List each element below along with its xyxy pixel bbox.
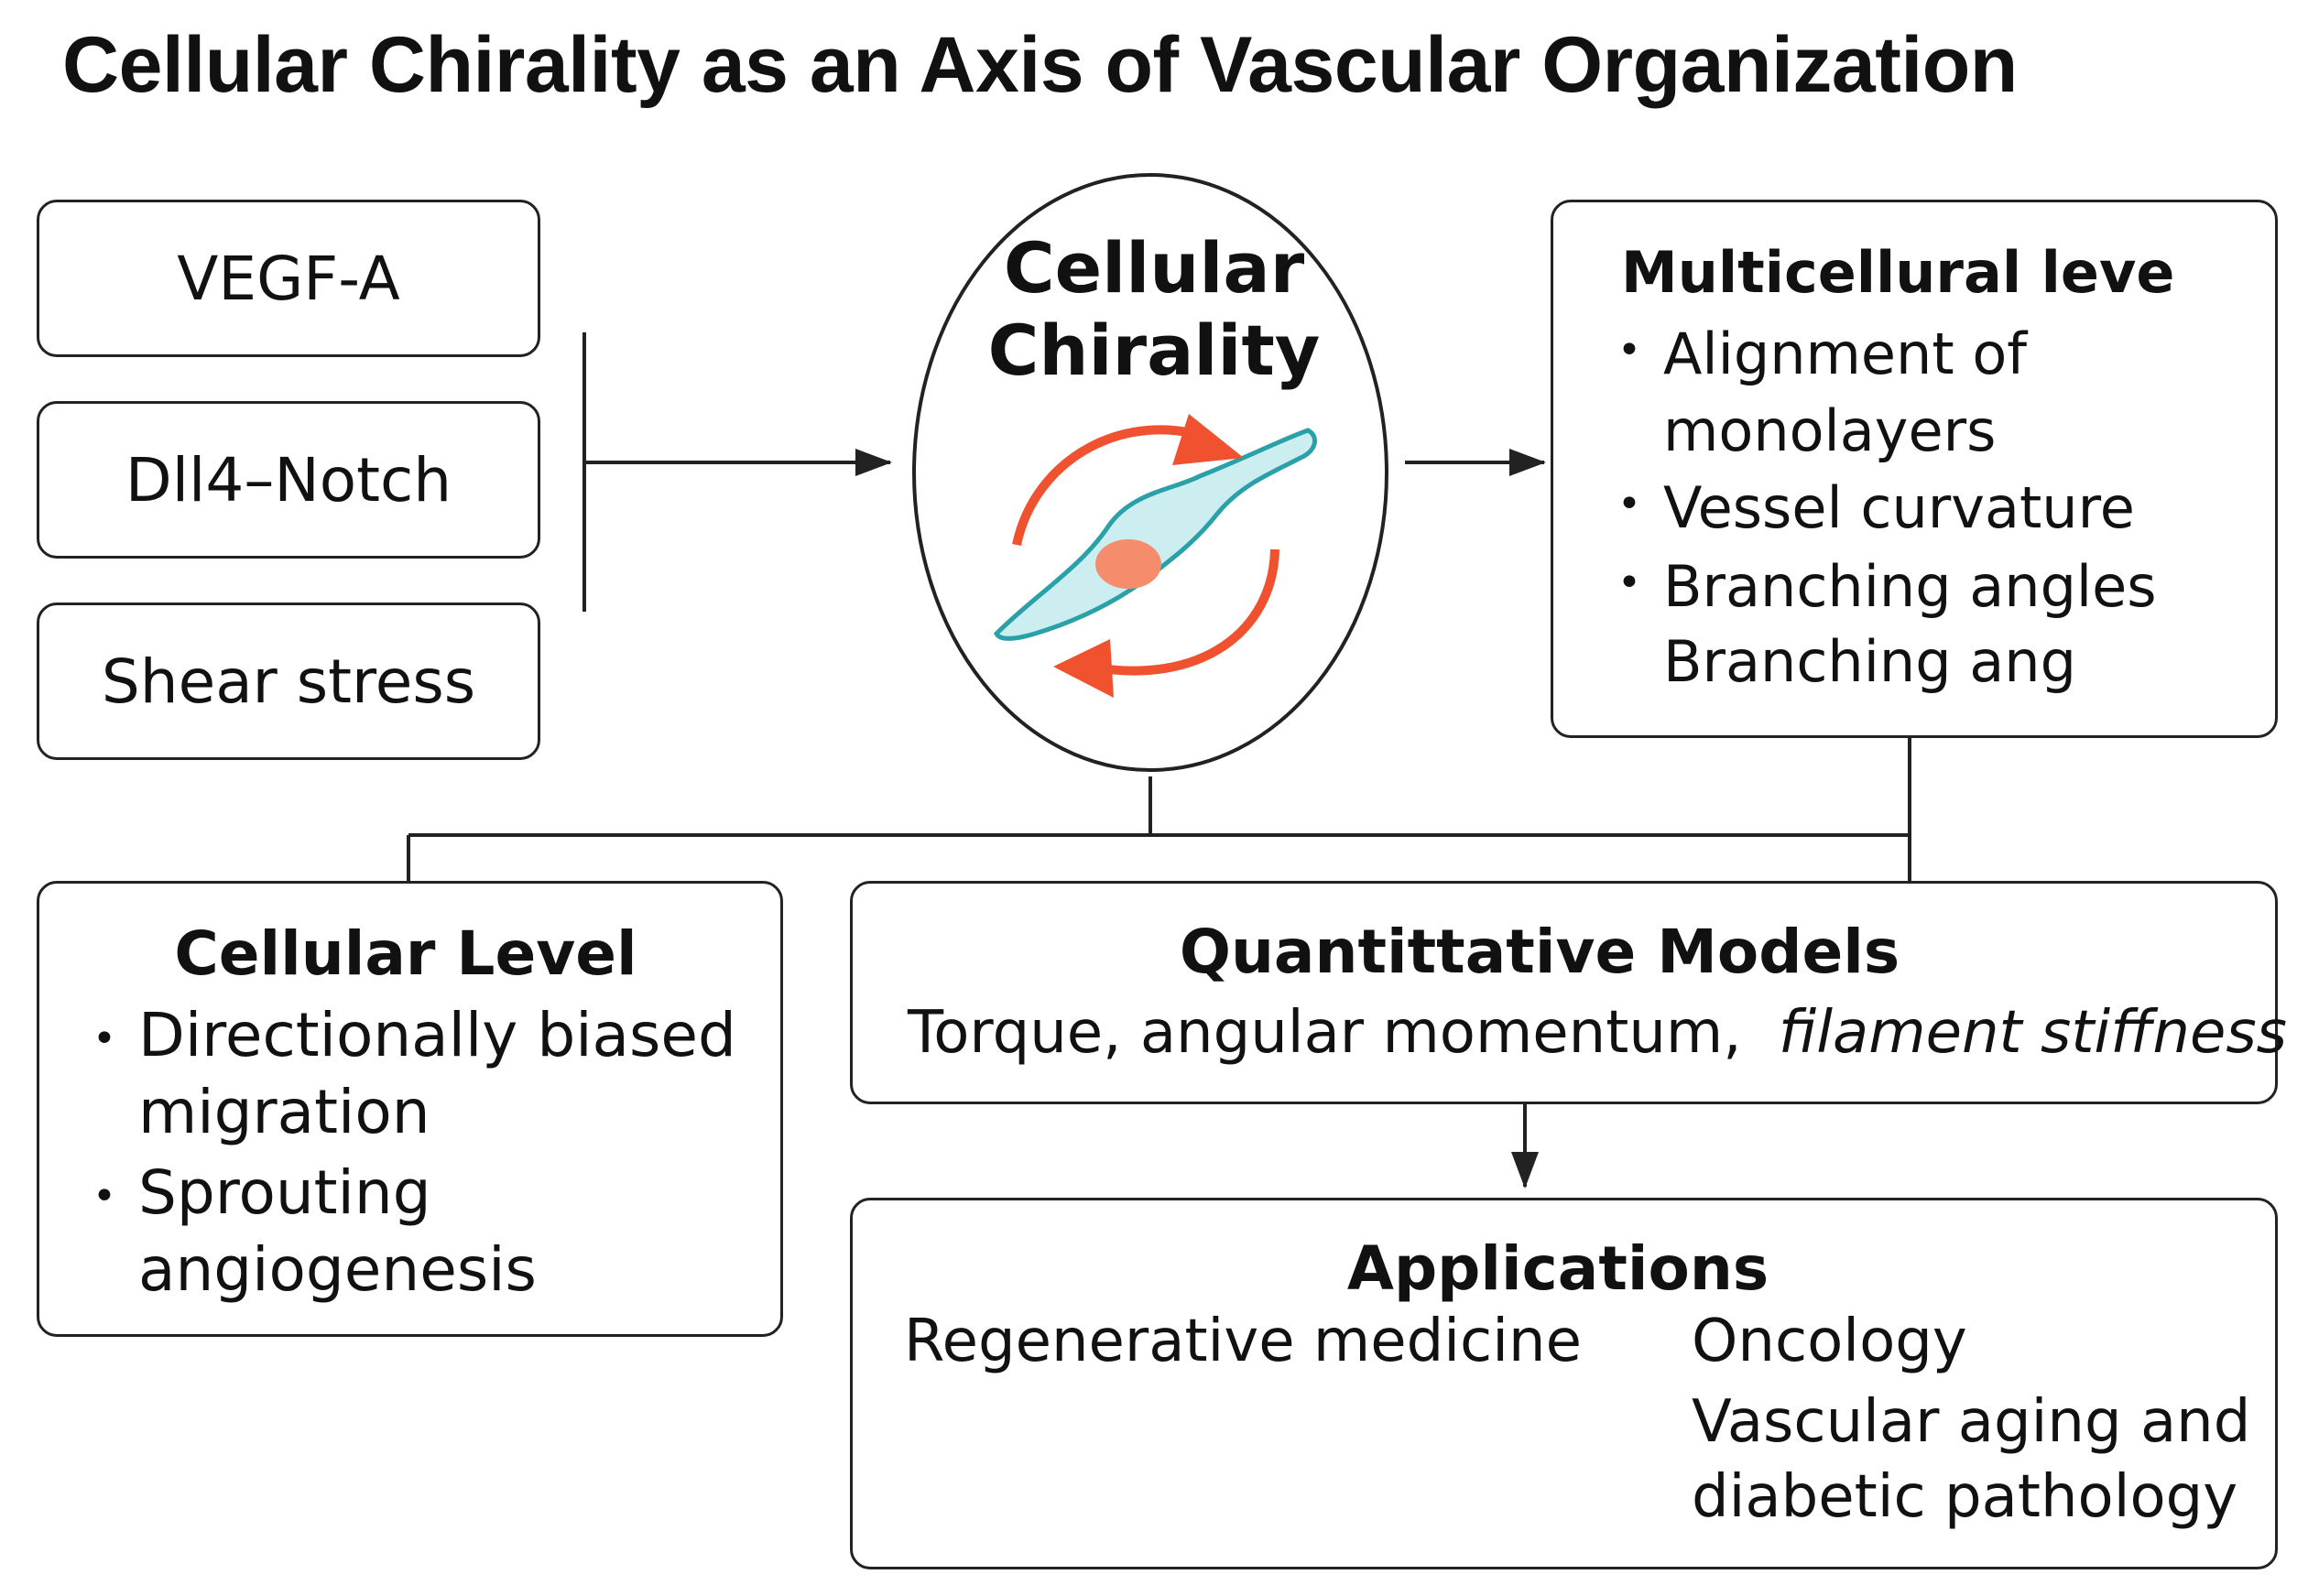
application-item: Regenerative medicine: [904, 1308, 1582, 1375]
bullet: •: [93, 1173, 116, 1220]
input-box-dll4-notch: Dll4–Notch: [37, 401, 540, 559]
chirality-title-line1: Cellular: [1003, 227, 1305, 309]
models-text: Torque, angular momentum, filament stiff…: [908, 999, 2287, 1067]
multicellular-item: Branching angles: [1663, 553, 2157, 620]
input-box-vegf: VEGF-A: [37, 200, 540, 357]
input-label: Shear stress: [101, 646, 476, 717]
input-label: Dll4–Notch: [125, 444, 452, 516]
bullet: •: [1617, 481, 1641, 527]
bullet: •: [1617, 327, 1641, 374]
chirality-node: [912, 173, 1388, 772]
cellular-level-box: Cellular Level • Directionally biased mi…: [37, 881, 783, 1337]
models-plain-text: Torque, angular momentum,: [908, 999, 1742, 1067]
multicellular-item: Vessel curvature: [1663, 474, 2135, 541]
cellular-level-heading: Cellular Level: [174, 918, 637, 989]
multicellular-item: monolayers: [1663, 397, 1997, 464]
cellular-level-item: Sprouting: [138, 1157, 431, 1228]
models-italic-text: filament stiffness: [1778, 999, 2287, 1067]
cell-rotation-icon: [993, 414, 1317, 698]
multicellular-level-box: Multicellural leve • Alignment of monola…: [1551, 200, 2278, 738]
application-item: diabetic pathology: [1692, 1463, 2238, 1531]
models-heading: Quantittative Models: [1179, 917, 1900, 987]
cellular-level-item: migration: [138, 1077, 430, 1147]
cellular-level-item: Directionally biased: [138, 1000, 736, 1070]
applications-box: Applications Regenerative medicine Oncol…: [850, 1198, 2278, 1569]
applications-heading: Applications: [1346, 1233, 1769, 1304]
multicellular-item: Alignment of: [1663, 320, 2028, 387]
page-title: Cellular Chirality as an Axis of Vascula…: [62, 21, 2018, 109]
input-box-shear-stress: Shear stress: [37, 603, 540, 760]
chirality-title-line2: Chirality: [987, 309, 1321, 391]
multicellular-heading: Multicellural leve: [1621, 239, 2175, 306]
cellular-level-item: angiogenesis: [138, 1234, 537, 1305]
application-item: Oncology: [1692, 1308, 1967, 1375]
bullet: •: [93, 1015, 116, 1062]
application-item: Vascular aging and: [1692, 1388, 2251, 1456]
bullet: •: [1617, 559, 1641, 606]
multicellular-item: Branching ang: [1663, 628, 2076, 695]
input-label: VEGF-A: [177, 243, 400, 314]
quantitative-models-box: Quantittative Models Torque, angular mom…: [850, 881, 2287, 1104]
